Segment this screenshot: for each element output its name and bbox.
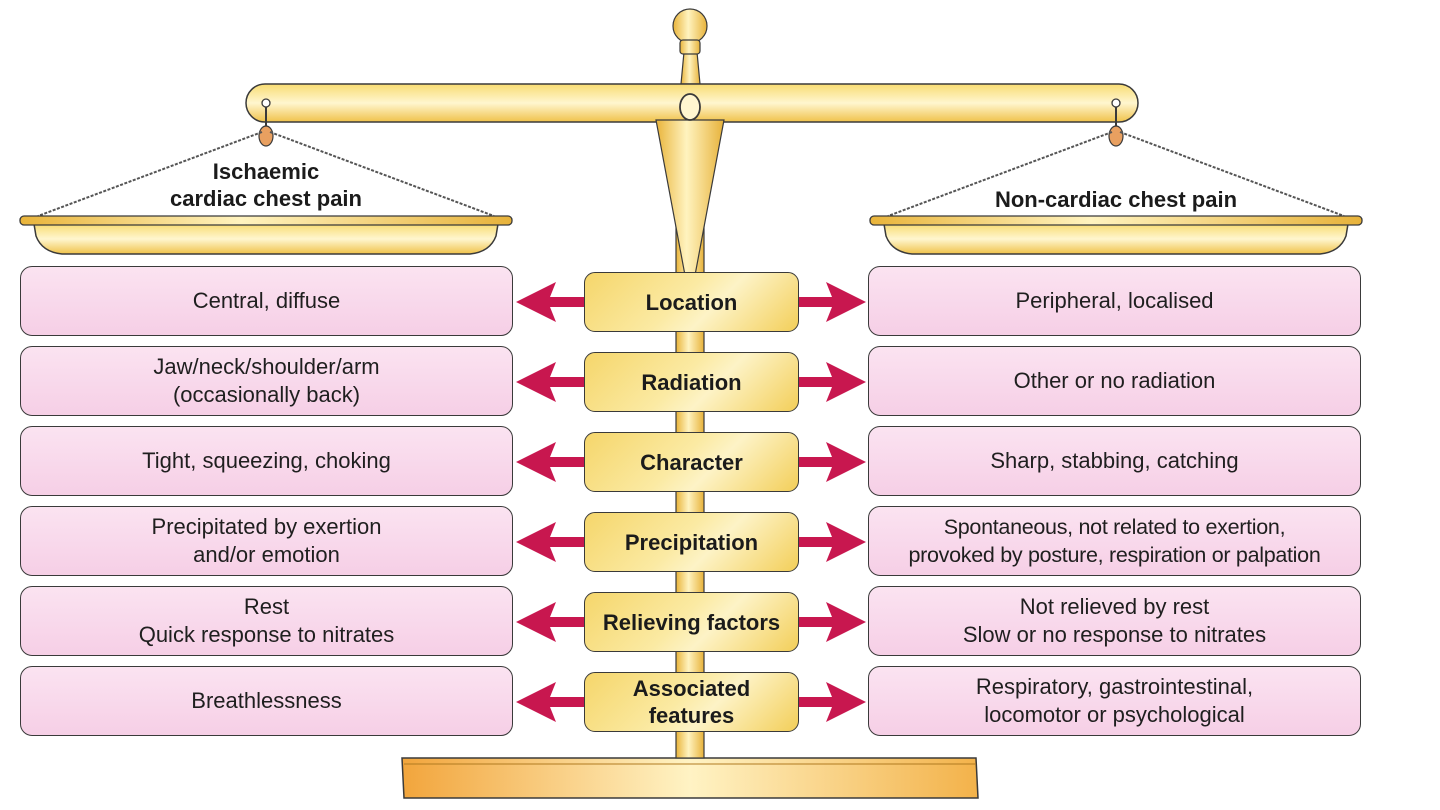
non-cardiac-feature-text: Other or no radiation <box>1013 368 1216 393</box>
non-cardiac-feature-box: Respiratory, gastrointestinal, locomotor… <box>868 666 1361 736</box>
left-pan <box>19 215 513 255</box>
ischaemic-feature-text: Rest Quick response to nitrates <box>138 594 395 647</box>
non-cardiac-feature-box: Spontaneous, not related to exertion, pr… <box>868 506 1361 576</box>
left-arrow-icon <box>516 522 586 562</box>
ischaemic-feature-text: Precipitated by exertion and/or emotion <box>151 514 382 567</box>
right-arrow-icon <box>797 282 866 322</box>
left-arrow-icon <box>516 682 586 722</box>
feature-label: Character <box>584 432 799 492</box>
ischaemic-feature-box: Jaw/neck/shoulder/arm (occasionally back… <box>20 346 513 416</box>
left-arrow-icon <box>516 362 586 402</box>
left-arrow-icon <box>516 602 586 642</box>
ischaemic-feature-text: Jaw/neck/shoulder/arm (occasionally back… <box>153 354 380 407</box>
non-cardiac-feature-box: Peripheral, localised <box>868 266 1361 336</box>
non-cardiac-feature-text: Not relieved by rest Slow or no response… <box>962 594 1267 647</box>
ischaemic-feature-text: Breathlessness <box>191 688 342 713</box>
ischaemic-feature-box: Tight, squeezing, choking <box>20 426 513 496</box>
row-relieving-factors: Rest Quick response to nitrates Relievin… <box>0 586 1440 658</box>
left-arrow-icon <box>516 282 586 322</box>
feature-label: Radiation <box>584 352 799 412</box>
row-precipitation: Precipitated by exertion and/or emotion … <box>0 506 1440 578</box>
non-cardiac-pan-title: Non-cardiac chest pain <box>994 187 1238 212</box>
right-pan-hanger <box>887 98 1345 217</box>
non-cardiac-feature-text: Spontaneous, not related to exertion, pr… <box>908 515 1321 567</box>
right-arrow-icon <box>797 522 866 562</box>
arrows-layer <box>516 282 866 722</box>
row-associated-features: Breathlessness Associated features Respi… <box>0 666 1440 738</box>
ischaemic-feature-text: Tight, squeezing, choking <box>142 448 391 473</box>
feature-label-text: Precipitation <box>624 529 759 555</box>
scale-pointer <box>655 93 725 287</box>
non-cardiac-feature-text: Peripheral, localised <box>1015 288 1214 313</box>
feature-label-text: Associated features <box>632 676 751 728</box>
feature-label: Location <box>584 272 799 332</box>
non-cardiac-feature-text: Sharp, stabbing, catching <box>990 448 1239 473</box>
ischaemic-feature-box: Precipitated by exertion and/or emotion <box>20 506 513 576</box>
non-cardiac-feature-text: Respiratory, gastrointestinal, locomotor… <box>975 674 1254 727</box>
left-arrow-icon <box>516 442 586 482</box>
left-pan-hanger <box>37 98 495 217</box>
row-location: Central, diffuse Location Peripheral, lo… <box>0 266 1440 338</box>
right-arrow-icon <box>797 682 866 722</box>
non-cardiac-feature-box: Sharp, stabbing, catching <box>868 426 1361 496</box>
ischaemic-feature-box: Rest Quick response to nitrates <box>20 586 513 656</box>
scale-base <box>401 757 979 799</box>
feature-label: Associated features <box>584 672 799 732</box>
right-pan <box>869 215 1363 255</box>
feature-label-text: Character <box>640 449 743 475</box>
ischaemic-feature-text: Central, diffuse <box>192 288 341 313</box>
feature-label-text: Relieving factors <box>602 609 781 635</box>
right-arrow-icon <box>797 602 866 642</box>
feature-label-text: Radiation <box>641 369 742 395</box>
scale-top-knob <box>672 8 708 85</box>
right-arrow-icon <box>797 442 866 482</box>
non-cardiac-feature-box: Not relieved by rest Slow or no response… <box>868 586 1361 656</box>
ischaemic-feature-box: Central, diffuse <box>20 266 513 336</box>
ischaemic-feature-box: Breathlessness <box>20 666 513 736</box>
row-character: Tight, squeezing, choking Character Shar… <box>0 426 1440 498</box>
right-arrow-icon <box>797 362 866 402</box>
ischaemic-pan-title: Ischaemic cardiac chest pain <box>170 159 362 211</box>
feature-label-text: Location <box>645 289 738 315</box>
feature-label: Relieving factors <box>584 592 799 652</box>
row-radiation: Jaw/neck/shoulder/arm (occasionally back… <box>0 346 1440 418</box>
feature-label: Precipitation <box>584 512 799 572</box>
non-cardiac-feature-box: Other or no radiation <box>868 346 1361 416</box>
